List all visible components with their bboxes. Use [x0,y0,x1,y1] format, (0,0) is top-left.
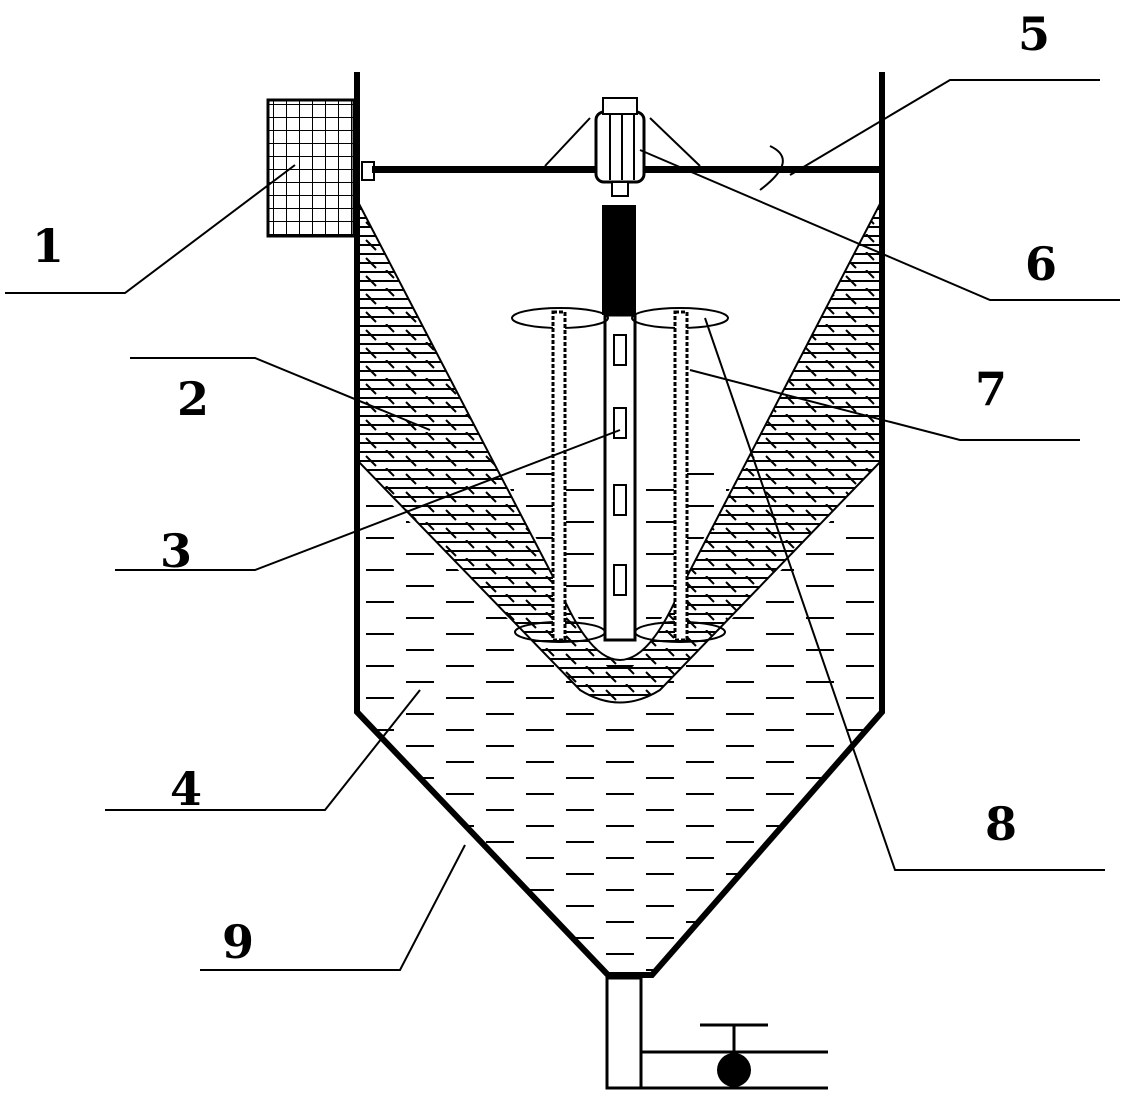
label-1: 1 [32,219,64,273]
label-2: 2 [177,372,209,426]
label-3: 3 [160,524,192,578]
label-5: 5 [1018,7,1050,61]
leader-lines [5,79,1120,971]
label-8: 8 [985,797,1017,851]
part-labels: 1 2 3 4 5 6 7 8 9 [32,7,1057,969]
component-1-box [266,98,375,238]
label-9: 9 [222,915,254,969]
label-7: 7 [975,362,1007,416]
central-shaft [602,205,637,642]
component-6-motor [594,97,646,197]
outlet-pipe [605,976,828,1090]
component-7-rods [551,310,689,642]
label-4: 4 [170,762,202,816]
vessel-wall [354,72,885,978]
label-6: 6 [1025,237,1057,291]
valve-icon [717,1053,751,1087]
